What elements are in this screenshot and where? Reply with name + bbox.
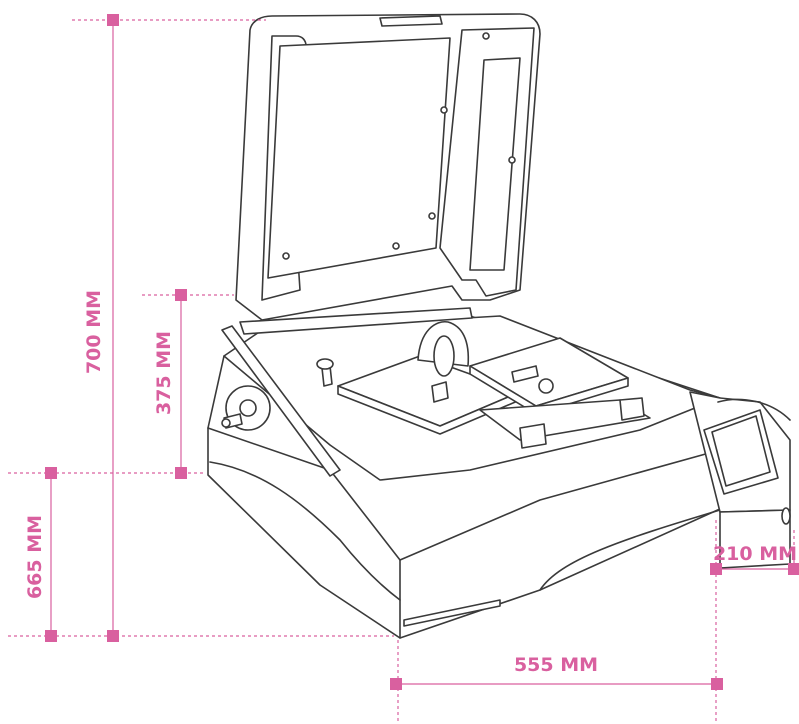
lid-screw xyxy=(482,32,490,40)
panel-depth-label: 210 MM xyxy=(713,543,797,565)
base-front-slot xyxy=(403,599,501,627)
total-height-label: 700 MM xyxy=(83,290,105,374)
clamp-knob xyxy=(511,365,539,383)
rail-block xyxy=(519,423,547,449)
width-right-marker xyxy=(711,678,723,690)
lid-screw xyxy=(392,242,400,250)
control-panel-top-curve xyxy=(717,398,791,421)
clamp-knob-disc xyxy=(538,378,554,394)
total-height-bottom-marker xyxy=(107,630,119,642)
lid-screw xyxy=(428,212,436,220)
total-height-top-marker xyxy=(107,14,119,26)
control-panel-screen xyxy=(711,415,771,487)
base-side-edge xyxy=(399,449,721,561)
clamp-knob xyxy=(431,381,449,403)
base-height-bottom-marker xyxy=(45,630,57,642)
dimension-lines xyxy=(8,19,795,724)
lid-height-top-marker xyxy=(175,289,187,301)
lid-height-bottom-marker xyxy=(175,467,187,479)
panel-right-marker xyxy=(788,563,799,575)
machine-drawing xyxy=(207,13,791,639)
lid-window xyxy=(267,37,451,279)
lid-screw xyxy=(282,252,290,260)
crank-arm xyxy=(221,325,341,477)
dimension-markers xyxy=(45,14,799,690)
rail-block xyxy=(619,397,645,421)
left-lever-knob xyxy=(316,358,334,370)
panel-left-marker xyxy=(710,563,722,575)
base-side-contour xyxy=(539,509,721,591)
lid-height-label: 375 MM xyxy=(153,331,175,415)
base-height-top-marker xyxy=(45,467,57,479)
width-left-marker xyxy=(390,678,402,690)
cutter-disc xyxy=(433,335,455,377)
crank-hub xyxy=(239,399,257,417)
lid-right-handle-inner xyxy=(469,57,521,271)
base-lower-curve xyxy=(209,461,401,601)
lid-screw xyxy=(440,106,448,114)
control-panel-foot xyxy=(781,507,791,525)
lid-top-latch xyxy=(379,15,443,27)
crank-knob-tip xyxy=(221,418,231,428)
base-height-label: 665 MM xyxy=(24,515,46,599)
width-label: 555 MM xyxy=(514,654,598,676)
lid-screw xyxy=(508,156,516,164)
lid-hinge-bar xyxy=(239,307,473,335)
